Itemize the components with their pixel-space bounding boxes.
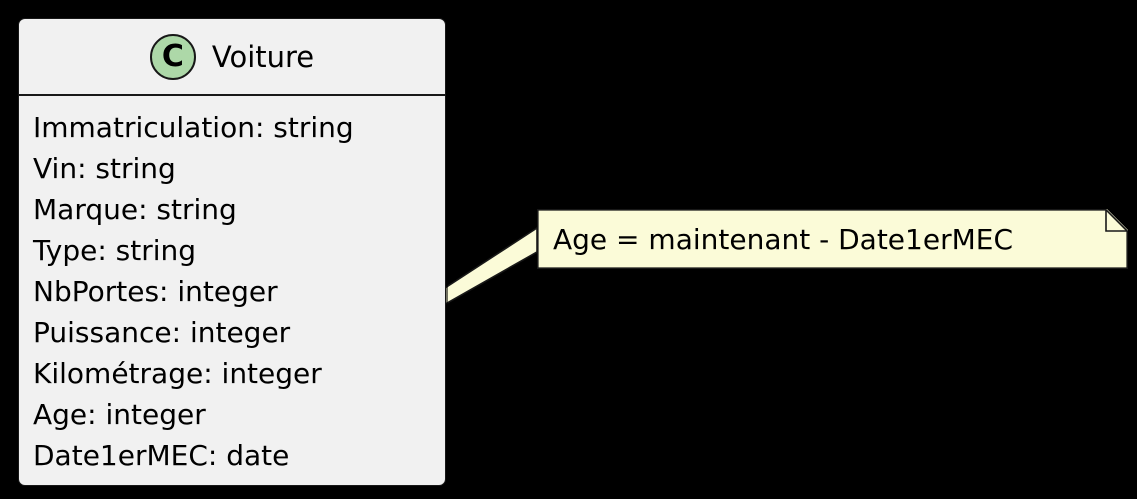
- class-attributes-list: Immatriculation: string Vin: string Marq…: [19, 96, 445, 476]
- class-attribute-row: Age: integer: [33, 398, 206, 431]
- class-attribute-row: Immatriculation: string: [33, 111, 354, 144]
- class-attribute-row: Puissance: integer: [33, 316, 291, 349]
- class-attribute-row: Marque: string: [33, 193, 237, 226]
- class-attribute-row: Date1erMEC: date: [33, 439, 290, 472]
- class-header: C Voiture: [19, 19, 445, 96]
- uml-class-box[interactable]: C Voiture Immatriculation: string Vin: s…: [18, 18, 446, 486]
- class-attribute-row: NbPortes: integer: [33, 275, 278, 308]
- class-circle-icon: C: [149, 33, 196, 80]
- class-attribute-row: Vin: string: [33, 152, 176, 185]
- class-title-label: Voiture: [211, 39, 315, 74]
- class-attribute-row: Type: string: [33, 234, 197, 267]
- uml-note[interactable]: Age = maintenant - Date1erMEC: [537, 209, 1128, 269]
- class-attribute-row: Kilométrage: integer: [33, 357, 322, 390]
- note-text-label: Age = maintenant - Date1erMEC: [553, 222, 1013, 256]
